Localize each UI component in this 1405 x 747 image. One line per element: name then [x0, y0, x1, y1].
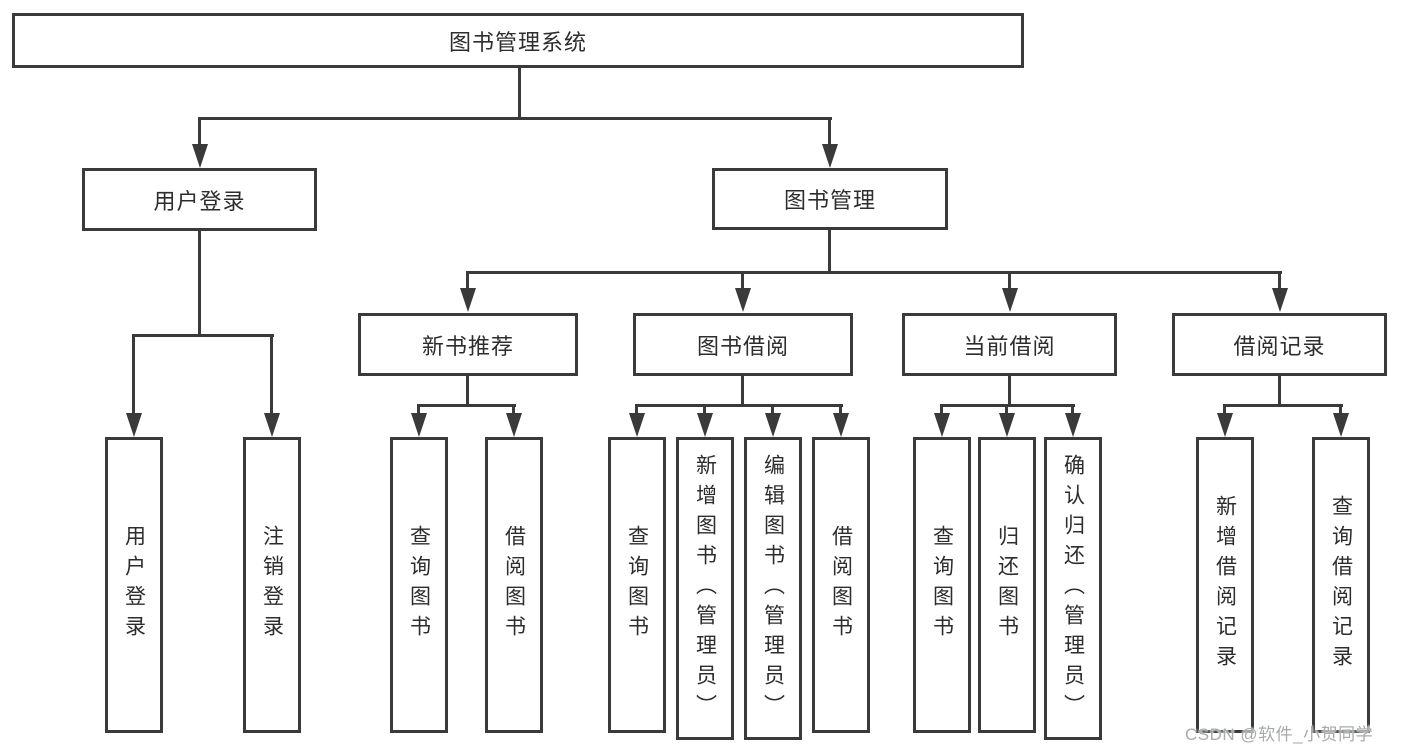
arrowhead: [822, 144, 838, 168]
arrowhead: [1002, 288, 1018, 312]
node-label: 新增借阅记录: [1213, 495, 1237, 675]
connector-line: [466, 272, 469, 290]
arrowhead: [765, 413, 781, 437]
connector-line: [839, 404, 842, 416]
arrowhead: [192, 144, 208, 168]
connector-line: [198, 231, 201, 337]
node-current-borrowing: 当前借阅: [902, 313, 1117, 376]
node-book-management: 图书管理: [712, 168, 948, 230]
connector-line: [741, 272, 744, 290]
arrowhead: [411, 413, 427, 437]
connector-line: [1339, 404, 1342, 416]
node-leaf-user-login: 用户登录: [105, 437, 163, 733]
connector-line: [940, 404, 943, 416]
node-leaf-borrow-books-2: 借阅图书: [812, 437, 870, 733]
arrowhead: [460, 288, 476, 312]
connector-line: [417, 404, 420, 416]
node-label: 用户登录: [122, 525, 146, 645]
arrowhead: [264, 413, 280, 437]
node-label: 当前借阅: [963, 333, 1056, 359]
node-leaf-borrow-books-1: 借阅图书: [485, 437, 543, 733]
node-label: 查询图书: [625, 525, 649, 645]
arrowhead: [1065, 413, 1081, 437]
connector-line: [270, 335, 273, 415]
connector-line: [1005, 404, 1008, 416]
node-label: 图书管理: [783, 188, 876, 213]
connector-line: [518, 66, 521, 118]
connector-line: [828, 118, 831, 146]
connector-line: [512, 404, 515, 416]
node-label: 查询图书: [407, 525, 431, 645]
connector-line: [1008, 376, 1011, 407]
node-label: 编辑图书（管理员）: [761, 453, 785, 724]
node-leaf-return-books: 归还图书: [978, 437, 1036, 733]
arrowhead: [999, 413, 1015, 437]
node-label: 查询图书: [930, 525, 954, 645]
connector-line: [1223, 404, 1343, 407]
node-leaf-confirm-return-admin: 确认归还（管理员）: [1044, 437, 1102, 740]
node-leaf-query-books-3: 查询图书: [913, 437, 971, 733]
node-label: 图书借阅: [696, 333, 789, 359]
node-label: 用户登录: [153, 188, 246, 214]
node-library-management-system: 图书管理系统: [12, 13, 1024, 68]
connector-line: [741, 376, 744, 407]
connector-line: [1278, 376, 1281, 407]
node-label: 注销登录: [260, 525, 284, 645]
connector-line: [132, 335, 135, 415]
connector-line: [1223, 404, 1226, 416]
node-leaf-edit-books-admin: 编辑图书（管理员）: [744, 437, 802, 740]
arrowhead: [126, 413, 142, 437]
node-label: 新书推荐: [421, 333, 514, 359]
connector-line: [703, 404, 706, 416]
arrowhead: [1333, 413, 1349, 437]
arrowhead: [1272, 288, 1288, 312]
node-label: 确认归还（管理员）: [1061, 453, 1085, 724]
csdn-watermark: CSDN @软件_小贺同学: [1185, 725, 1374, 744]
arrowhead: [697, 413, 713, 437]
connector-line: [1071, 404, 1074, 416]
connector-line: [417, 404, 516, 407]
arrowhead: [735, 288, 751, 312]
node-leaf-query-books-1: 查询图书: [390, 437, 448, 733]
connector-line: [1278, 272, 1281, 290]
connector-line: [771, 404, 774, 416]
connector-line: [466, 376, 469, 407]
connector-line: [132, 334, 274, 337]
arrowhead: [833, 413, 849, 437]
connector-line: [1008, 272, 1011, 290]
arrowhead: [934, 413, 950, 437]
node-label: 借阅图书: [502, 525, 526, 645]
node-label: 查询借阅记录: [1329, 495, 1353, 675]
node-leaf-query-borrow-record: 查询借阅记录: [1312, 437, 1370, 733]
connector-line: [635, 404, 638, 416]
node-label: 借阅图书: [829, 525, 853, 645]
connector-line: [198, 118, 201, 146]
node-borrowing-records: 借阅记录: [1172, 313, 1387, 376]
node-book-borrowing: 图书借阅: [633, 313, 853, 376]
connector-line: [466, 271, 1282, 274]
node-leaf-logout: 注销登录: [243, 437, 301, 733]
node-new-book-recommendation: 新书推荐: [358, 313, 578, 376]
connector-line: [828, 230, 831, 274]
arrowhead: [1217, 413, 1233, 437]
node-user-login: 用户登录: [82, 168, 317, 231]
connector-line: [635, 404, 843, 407]
node-label: 借阅记录: [1233, 333, 1326, 359]
connector-line: [198, 117, 832, 120]
arrowhead: [629, 413, 645, 437]
node-leaf-query-books-2: 查询图书: [608, 437, 666, 733]
node-label: 图书管理系统: [448, 29, 587, 55]
node-leaf-add-books-admin: 新增图书（管理员）: [676, 437, 734, 740]
node-label: 归还图书: [995, 525, 1019, 645]
node-label: 新增图书（管理员）: [693, 453, 717, 724]
node-leaf-add-borrow-record: 新增借阅记录: [1196, 437, 1254, 733]
arrowhead: [506, 413, 522, 437]
